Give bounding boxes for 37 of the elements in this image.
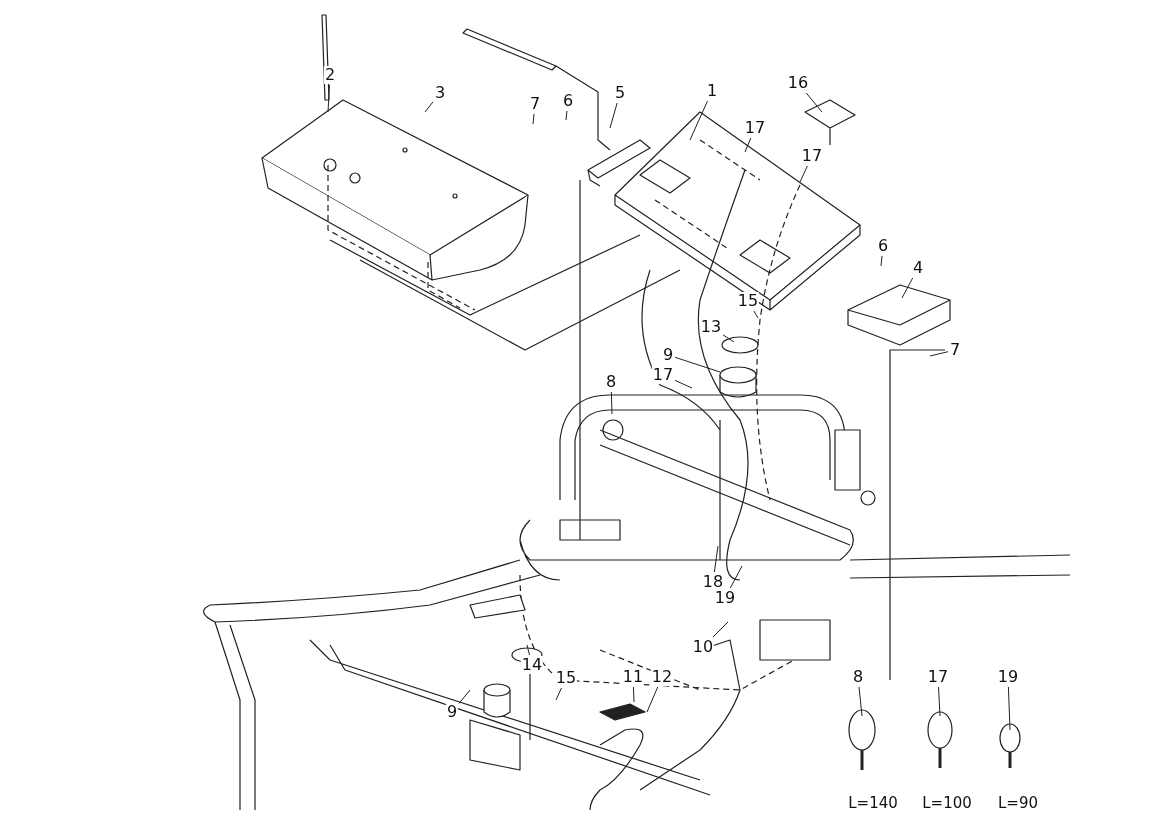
leader-line (555, 687, 562, 701)
callout-number: 11 (621, 668, 645, 686)
leader-line (858, 686, 863, 717)
leader-line (646, 686, 659, 713)
leader-line (674, 379, 693, 389)
leader-line (880, 255, 883, 267)
callout-number: 14 (520, 656, 544, 674)
leader-line (526, 644, 530, 656)
callout-number: 2 (323, 66, 337, 84)
leader-line (799, 165, 808, 183)
leader-line (458, 689, 471, 704)
leader-line (938, 686, 941, 717)
length-label: L=100 (922, 794, 972, 812)
leader-line (729, 565, 743, 589)
callout-number: 13 (699, 318, 723, 336)
leader-line (424, 101, 434, 113)
leader-line (532, 113, 535, 125)
leader-line (929, 351, 949, 357)
leader-line (805, 92, 823, 113)
callout-number: 12 (650, 668, 674, 686)
leader-line (744, 137, 752, 153)
leader-line (901, 277, 914, 299)
leader-line (327, 84, 330, 113)
callout-number: 17 (651, 366, 675, 384)
leader-line (689, 100, 708, 141)
leader-line (712, 621, 729, 638)
leader-line (1007, 686, 1011, 731)
leader-line (610, 391, 613, 415)
leader-line (674, 356, 721, 373)
leader-line (609, 102, 618, 129)
leader-line (753, 310, 759, 319)
leader-line (632, 686, 635, 703)
length-label: L=90 (998, 794, 1038, 812)
length-label: L=140 (848, 794, 898, 812)
leader-line (713, 545, 719, 573)
leader-line (722, 334, 735, 343)
leader-line (565, 110, 568, 121)
